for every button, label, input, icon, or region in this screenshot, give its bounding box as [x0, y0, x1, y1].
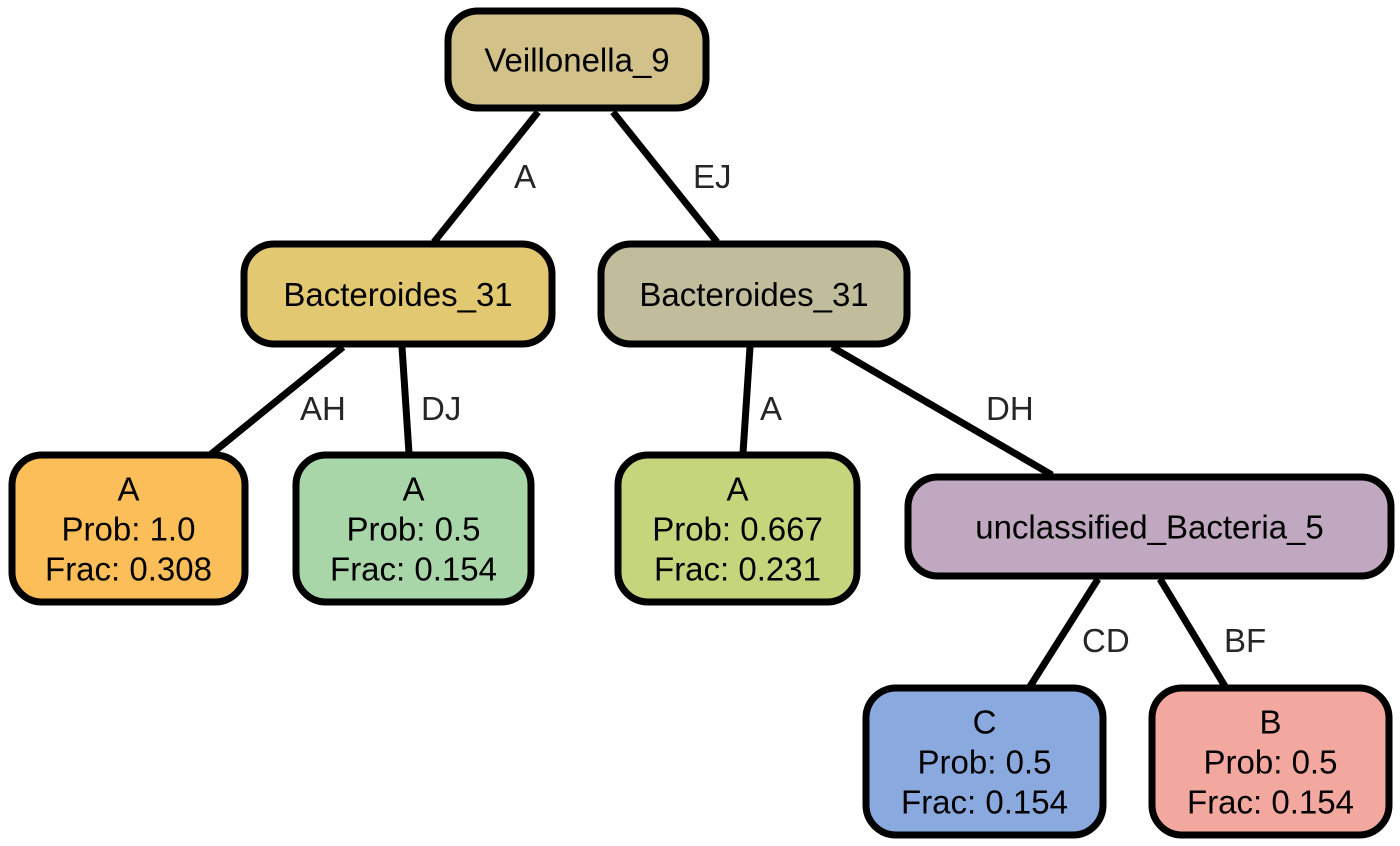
leaf-class-label: C [973, 704, 997, 741]
edge-label: A [514, 158, 536, 195]
leaf-probability: Prob: 0.667 [652, 511, 823, 548]
node-box [597, 240, 911, 348]
leaf-fraction: Frac: 0.154 [1187, 784, 1354, 821]
tree-split-node: unclassified_Bacteria_5 [904, 473, 1395, 580]
split-feature-label: Bacteroides_31 [283, 276, 512, 313]
leaf-probability: Prob: 0.5 [1204, 744, 1338, 781]
tree-edge [610, 109, 720, 245]
tree-edge [398, 346, 413, 454]
tree-edge [1157, 577, 1229, 690]
leaf-probability: Prob: 0.5 [347, 511, 481, 548]
edge-label: CD [1082, 622, 1130, 659]
node-box [862, 684, 1107, 839]
edges-layer: A EJ AH DJ A DH CD BF [207, 109, 1266, 690]
tree-edge [1026, 577, 1101, 690]
tree-edge [207, 344, 346, 458]
tree-split-node: Veillonella_9 [444, 7, 710, 112]
edge-label: A [760, 390, 782, 427]
leaf-class-label: A [726, 471, 748, 508]
leaf-fraction: Frac: 0.231 [654, 551, 821, 588]
edge-label: BF [1224, 622, 1266, 659]
tree-split-node: Bacteroides_31 [597, 240, 911, 348]
leaf-fraction: Frac: 0.308 [45, 551, 212, 588]
node-box [904, 473, 1395, 580]
node-box [1148, 684, 1393, 839]
split-feature-label: Veillonella_9 [484, 42, 669, 79]
split-feature-label: unclassified_Bacteria_5 [975, 509, 1324, 546]
node-box [8, 451, 249, 606]
edge-label: AH [300, 390, 346, 427]
node-box [444, 7, 710, 112]
node-box [292, 451, 535, 606]
edge-label: DH [986, 390, 1034, 427]
node-box [614, 451, 861, 606]
leaf-class-label: B [1259, 704, 1281, 741]
edge-label: DJ [421, 390, 461, 427]
leaf-probability: Prob: 0.5 [918, 744, 1052, 781]
tree-split-node: Bacteroides_31 [240, 240, 556, 348]
tree-edge [739, 346, 754, 454]
edge-label: EJ [693, 158, 732, 195]
tree-edge [830, 343, 1054, 479]
leaf-fraction: Frac: 0.154 [901, 784, 1068, 821]
tree-edge [431, 109, 541, 245]
split-feature-label: Bacteroides_31 [639, 276, 868, 313]
leaf-class-label: A [117, 471, 139, 508]
node-box [240, 240, 556, 348]
leaf-fraction: Frac: 0.154 [330, 551, 497, 588]
leaf-probability: Prob: 1.0 [62, 511, 196, 548]
leaf-class-label: A [402, 471, 424, 508]
